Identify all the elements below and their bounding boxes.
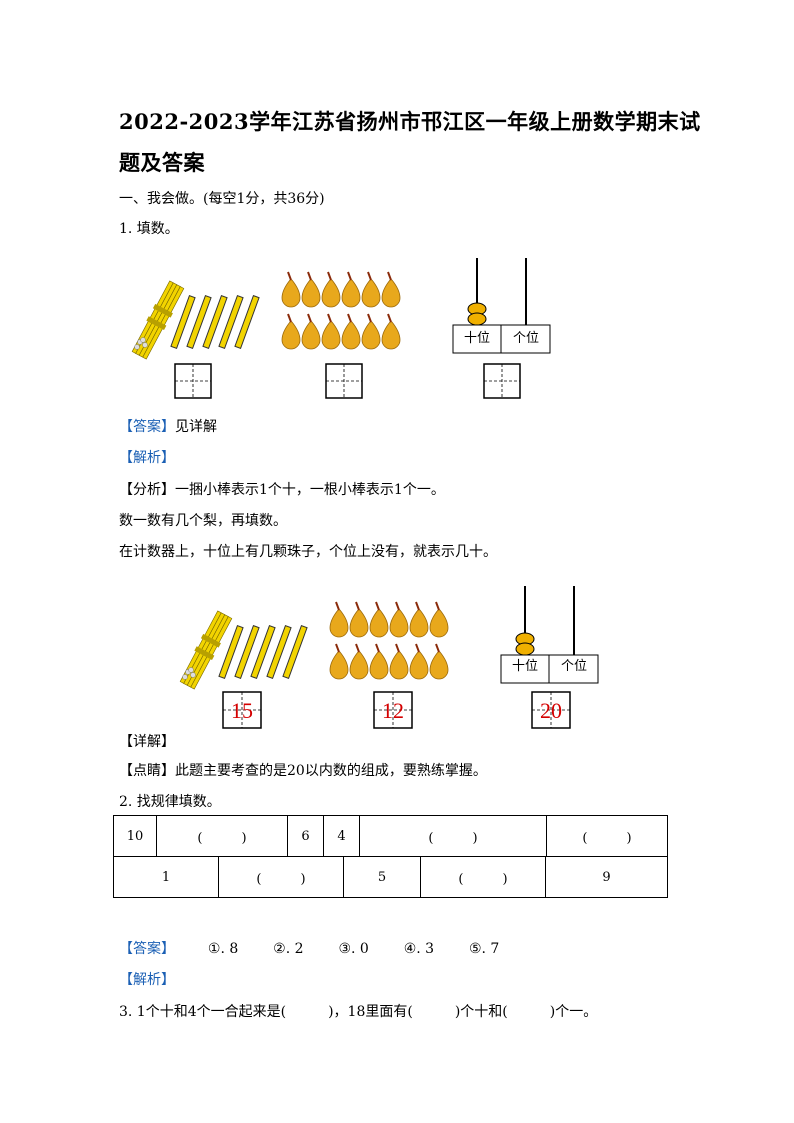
seq-blank: ( ) bbox=[546, 815, 668, 857]
page-title-line2: 题及答案 bbox=[119, 150, 205, 175]
answer-line-1: 【答案】见详解 bbox=[119, 416, 217, 436]
seq-cell: 5 bbox=[343, 856, 421, 898]
dianjing-text: 此题主要考查的是20以内数的组成，要熟练掌握。 bbox=[175, 763, 487, 779]
abacus-icon bbox=[452, 258, 551, 354]
seq-cell: 1 bbox=[113, 856, 219, 898]
seq-blank: ( ) bbox=[218, 856, 344, 898]
answer-text: 见详解 bbox=[175, 419, 217, 435]
abacus-icon bbox=[500, 586, 599, 684]
detail-tag: 【详解】 bbox=[119, 734, 175, 750]
pears-answer-number: 12 bbox=[382, 698, 404, 723]
seq-blank: ( ) bbox=[420, 856, 546, 898]
section-heading: 一、我会做。(每空1分，共36分) bbox=[119, 191, 325, 207]
explain-line-2: 数一数有几个梨，再填数。 bbox=[119, 513, 287, 529]
single-sticks-icon bbox=[218, 624, 308, 680]
abacus-tens-label-2: 十位 bbox=[511, 659, 538, 674]
seq-blank: ( ) bbox=[359, 815, 547, 857]
q2-answer-2: ②. 2 bbox=[273, 941, 304, 957]
dianjing-line: 【点睛】此题主要考查的是20以内数的组成，要熟练掌握。 bbox=[119, 760, 487, 780]
q2-answer-line: 【答案】 ①. 8 ②. 2 ③. 0 ④. 3 ⑤. 7 bbox=[119, 938, 499, 958]
pears-icon bbox=[329, 601, 449, 680]
seq-cell: 4 bbox=[323, 815, 360, 857]
sequence-table-row1: 10 ( ) 6 4 ( ) ( ) bbox=[113, 815, 668, 857]
question-3-text: 3. 1个十和4个一合起来是( )，18里面有( )个十和( )个一。 bbox=[119, 1004, 598, 1020]
analysis-tag-2: 【解析】 bbox=[119, 972, 175, 988]
sequence-table-row2: 1 ( ) 5 ( ) 9 bbox=[113, 856, 668, 898]
question-2-label: 2. 找规律填数。 bbox=[119, 794, 221, 810]
seq-cell: 6 bbox=[287, 815, 324, 857]
question-1-figure bbox=[120, 250, 570, 410]
answer-tag: 【答案】 bbox=[119, 941, 175, 957]
abacus-ones-label: 个位 bbox=[512, 331, 539, 346]
dianjing-tag: 【点睛】 bbox=[119, 763, 175, 779]
sticks-answer-number: 15 bbox=[231, 698, 253, 723]
seq-cell: 10 bbox=[113, 815, 157, 857]
fenxi-tag: 【分析】 bbox=[119, 482, 175, 498]
q2-answer-4: ④. 3 bbox=[403, 941, 435, 957]
abacus-answer-number: 20 bbox=[540, 698, 562, 723]
pears-icon bbox=[281, 271, 401, 350]
q2-answer-3: ③. 0 bbox=[338, 941, 369, 957]
fenxi-line: 【分析】一捆小棒表示1个十，一根小棒表示1个一。 bbox=[119, 479, 445, 499]
abacus-ones-label-2: 个位 bbox=[560, 659, 587, 674]
fenxi-text: 一捆小棒表示1个十，一根小棒表示1个一。 bbox=[175, 482, 445, 498]
answer-tag: 【答案】 bbox=[119, 419, 175, 435]
explain-line-3: 在计数器上，十位上有几颗珠子，个位上没有，就表示几十。 bbox=[119, 544, 497, 560]
abacus-tens-label: 十位 bbox=[463, 331, 490, 346]
q2-answer-1: ①. 8 bbox=[207, 941, 239, 957]
answer-figure bbox=[168, 580, 618, 740]
stick-bundle-icon bbox=[179, 610, 233, 690]
q2-answer-5: ⑤. 7 bbox=[468, 941, 500, 957]
question-1-label: 1. 填数。 bbox=[119, 221, 179, 237]
seq-cell: 9 bbox=[545, 856, 668, 898]
seq-blank: ( ) bbox=[156, 815, 288, 857]
page-title-line1: 2022-2023学年江苏省扬州市邗江区一年级上册数学期末试 bbox=[119, 109, 701, 134]
single-sticks-icon bbox=[170, 294, 260, 350]
stick-bundle-icon bbox=[131, 280, 185, 360]
analysis-tag-1: 【解析】 bbox=[119, 450, 175, 466]
